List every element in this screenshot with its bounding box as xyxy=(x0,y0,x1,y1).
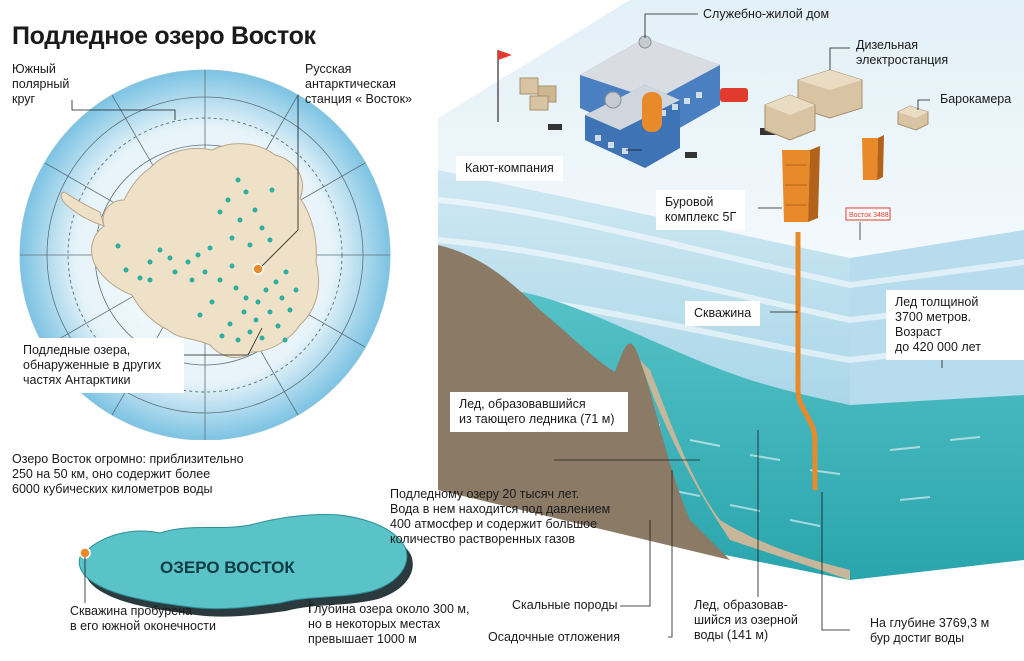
second-drill-tower xyxy=(862,135,884,180)
borehole-label: Скважина xyxy=(685,301,761,326)
lake-ice-label: Лед, образовав- шийся из озерной воды (1… xyxy=(694,598,798,642)
borehole-location-text: Скважина пробурена в его южной оконечнос… xyxy=(70,604,216,633)
wardroom-label: Кают-компания xyxy=(456,156,563,181)
rocks-label: Скальные породы xyxy=(512,598,618,612)
diesel-power-station xyxy=(764,69,863,141)
svg-text:Восток 3488: Восток 3488 xyxy=(849,212,889,219)
snow-surface xyxy=(438,0,1024,258)
lake-depth-text: Глубина озера около 300 м, но в некоторы… xyxy=(308,602,470,646)
antarctica-landmass xyxy=(91,143,320,359)
page-title: Подледное озеро Восток xyxy=(12,22,316,50)
vostok-station-marker xyxy=(252,263,264,275)
borehole-shaft xyxy=(795,232,818,490)
depth-reached-label: На глубине 3769,3 м бур достиг воды xyxy=(870,616,990,645)
lake-vostok-outline: ОЗЕРО ВОСТОК xyxy=(78,514,413,617)
borehole-marker xyxy=(79,547,91,559)
sediment-layer xyxy=(640,360,850,580)
barochamber xyxy=(897,105,929,131)
residential-label: Служебно-жилой дом xyxy=(703,7,830,21)
south-polar-circle-label: Южный полярный круг xyxy=(12,62,70,106)
ice-thickness-label: Лед толщиной 3700 метров. Возраст до 420… xyxy=(886,290,1024,360)
other-lakes-label: Подледные озера, обнаруженные в других ч… xyxy=(14,338,184,393)
antarctic-peninsula xyxy=(60,191,105,227)
vostok-sign: Восток 3488 xyxy=(845,207,891,240)
glacier-ice-label: Лед, образовавшийся из тающего ледника (… xyxy=(450,392,628,432)
sediments-label: Осадочные отложения xyxy=(488,630,621,644)
residential-building xyxy=(580,35,720,168)
lake-size-text: Озеро Восток огромно: приблизительно 250… xyxy=(12,452,244,496)
water-age-text: Подледному озеру 20 тысяч лет. Вода в не… xyxy=(390,487,611,546)
lake-name-label: ОЗЕРО ВОСТОК xyxy=(160,558,295,577)
power-station-label: Дизельная электростанция xyxy=(856,38,949,67)
drill-tower xyxy=(782,146,820,222)
drill-complex-label: Буровой комплекс 5Г xyxy=(656,190,746,230)
flag-icon xyxy=(498,50,512,60)
barochamber-label: Барокамера xyxy=(940,92,1012,106)
vostok-station-label: Русская антарктическая станция « Восток» xyxy=(305,62,412,106)
lake-surface xyxy=(78,514,408,610)
supply-crates xyxy=(519,77,557,111)
